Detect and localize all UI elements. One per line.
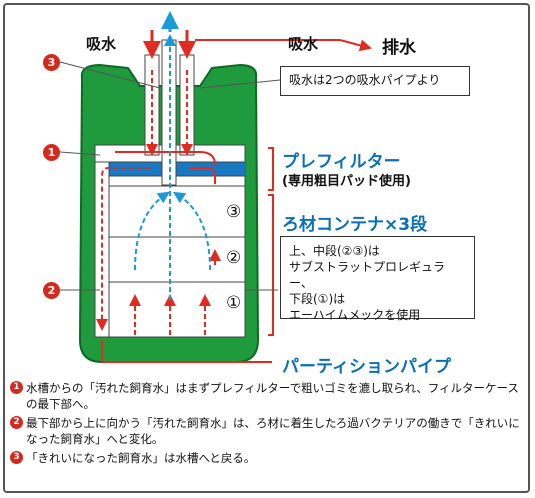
outlet-pointer bbox=[195, 39, 372, 52]
media-note-line4: エーハイムメックを使用 bbox=[289, 308, 421, 322]
media-note-box: 上、中段(②③)は サブストラットプロレギュラー、 下段(①)は エーハイムメッ… bbox=[280, 236, 475, 322]
tier-label-3: ③ bbox=[226, 202, 242, 222]
intake-label-left: 吸水 bbox=[86, 35, 117, 53]
tier-label-2: ② bbox=[226, 248, 242, 268]
marker-1: 1 bbox=[43, 144, 60, 161]
note-3: 3 「きれいになった飼育水」は水槽へと戻る。 bbox=[10, 450, 525, 466]
media-bracket bbox=[268, 194, 274, 336]
intake-label-right: 吸水 bbox=[288, 35, 319, 53]
marker-2: 2 bbox=[43, 282, 60, 299]
note-3-badge: 3 bbox=[10, 451, 23, 464]
partition-pipe-title: パーティションパイプ bbox=[282, 357, 451, 377]
marker-3: 3 bbox=[43, 54, 60, 71]
intake-note-box: 吸水は2つの吸水パイプより bbox=[280, 66, 470, 96]
note-2: 2 最下部から上に向かう「汚れた飼育水」は、ろ材に着生したろ過バクテリアの働きで… bbox=[10, 415, 525, 447]
note-3-text: 「きれいになった飼育水」は水槽へと戻る。 bbox=[26, 451, 256, 465]
note-1-text: 水槽からの「汚れた飼育水」はまずプレフィルターで粗いゴミを漉し取られ、フィルター… bbox=[26, 381, 519, 411]
prefilter-bracket bbox=[268, 147, 274, 191]
note-2-text: 最下部から上に向かう「汚れた飼育水」は、ろ材に着生したろ過バクテリアの働きで「き… bbox=[26, 416, 520, 446]
prefilter-title: プレフィルター bbox=[282, 152, 401, 172]
explanation-notes: 1 水槽からの「汚れた飼育水」はまずプレフィルターで粗いゴミを漉し取られ、フィル… bbox=[10, 380, 525, 469]
note-2-badge: 2 bbox=[10, 416, 23, 429]
prefilter-subtitle: (専用粗目パッド使用) bbox=[282, 174, 411, 189]
flow-arrow-down bbox=[96, 167, 150, 331]
tier-label-1: ① bbox=[226, 293, 242, 313]
intake-note-text: 吸水は2つの吸水パイプより bbox=[289, 73, 441, 87]
partition-pipe bbox=[94, 161, 110, 338]
note-1: 1 水槽からの「汚れた飼育水」はまずプレフィルターで粗いゴミを漉し取られ、フィル… bbox=[10, 380, 525, 412]
outlet-label: 排水 bbox=[382, 38, 416, 58]
media-title: ろ材コンテナ×3段 bbox=[282, 215, 428, 235]
media-note-line3: 下段(①)は bbox=[289, 292, 346, 306]
note-1-badge: 1 bbox=[10, 381, 23, 394]
media-note-line1: 上、中段(②③)は bbox=[289, 244, 380, 258]
media-note-line2: サブストラットプロレギュラー、 bbox=[289, 260, 446, 290]
diagram-frame bbox=[3, 3, 530, 493]
